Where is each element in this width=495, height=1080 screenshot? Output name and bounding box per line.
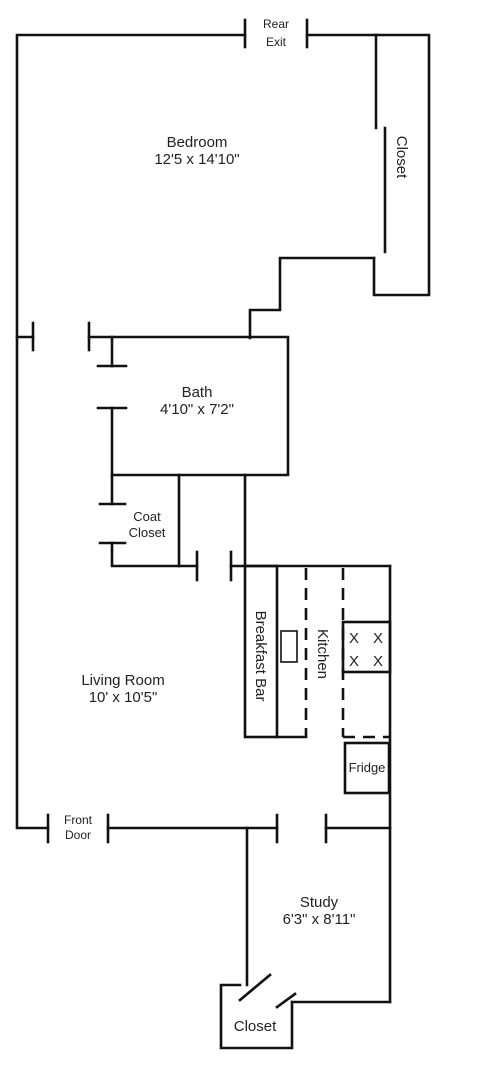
fridge [343,741,391,795]
bath-name: Bath [182,384,213,401]
kitchen-fixtures [243,564,392,1004]
bath-dims: 4'10" x 7'2" [160,401,234,418]
study-dims: 6'3" x 8'11" [283,911,356,928]
stove-burner-2: X [373,630,383,647]
bath-top-wall [87,335,290,506]
study-closet-door-1 [238,973,272,1002]
rear-exit-label-line2: Exit [266,35,287,49]
breakfast-bar [243,564,279,739]
rear-exit-door [243,18,309,49]
study-name: Study [300,894,339,911]
stove-burner-1: X [349,630,359,647]
bedroom-name: Bedroom [167,134,228,151]
bedroom-closet-label: Closet [393,136,410,179]
stove [341,620,392,674]
bedroom-dims: 12'5 x 14'10" [154,151,239,168]
rear-exit-label-line1: Rear [263,17,289,31]
study-closet-walls [219,983,294,1050]
top-wall-left [15,33,247,830]
living-room-name: Living Room [81,672,164,689]
breakfast-bar-label: Breakfast Bar [252,611,269,702]
sink [280,630,298,663]
front-walls [46,813,392,1050]
front-door-label-line1: Front [64,813,93,827]
living-room-dims: 10' x 10'5" [89,689,158,706]
kitchen-label: Kitchen [314,629,331,679]
coat-closet-label-line1: Coat [133,509,161,524]
stove-burner-3: X [349,653,359,670]
coat-closet-label-line2: Closet [129,525,166,540]
bedroom-step-wall [248,256,376,340]
fridge-label: Fridge [349,760,386,775]
front-door-label-line2: Door [65,828,91,842]
coat-closet-bottom-wall [110,541,199,568]
stove-burner-4: X [373,653,383,670]
exterior-walls [15,33,431,830]
bath-walls [15,321,290,506]
bedroom-closet-wall [372,33,431,297]
study-closet-door-2 [275,992,297,1009]
study-closet-label: Closet [234,1018,277,1035]
